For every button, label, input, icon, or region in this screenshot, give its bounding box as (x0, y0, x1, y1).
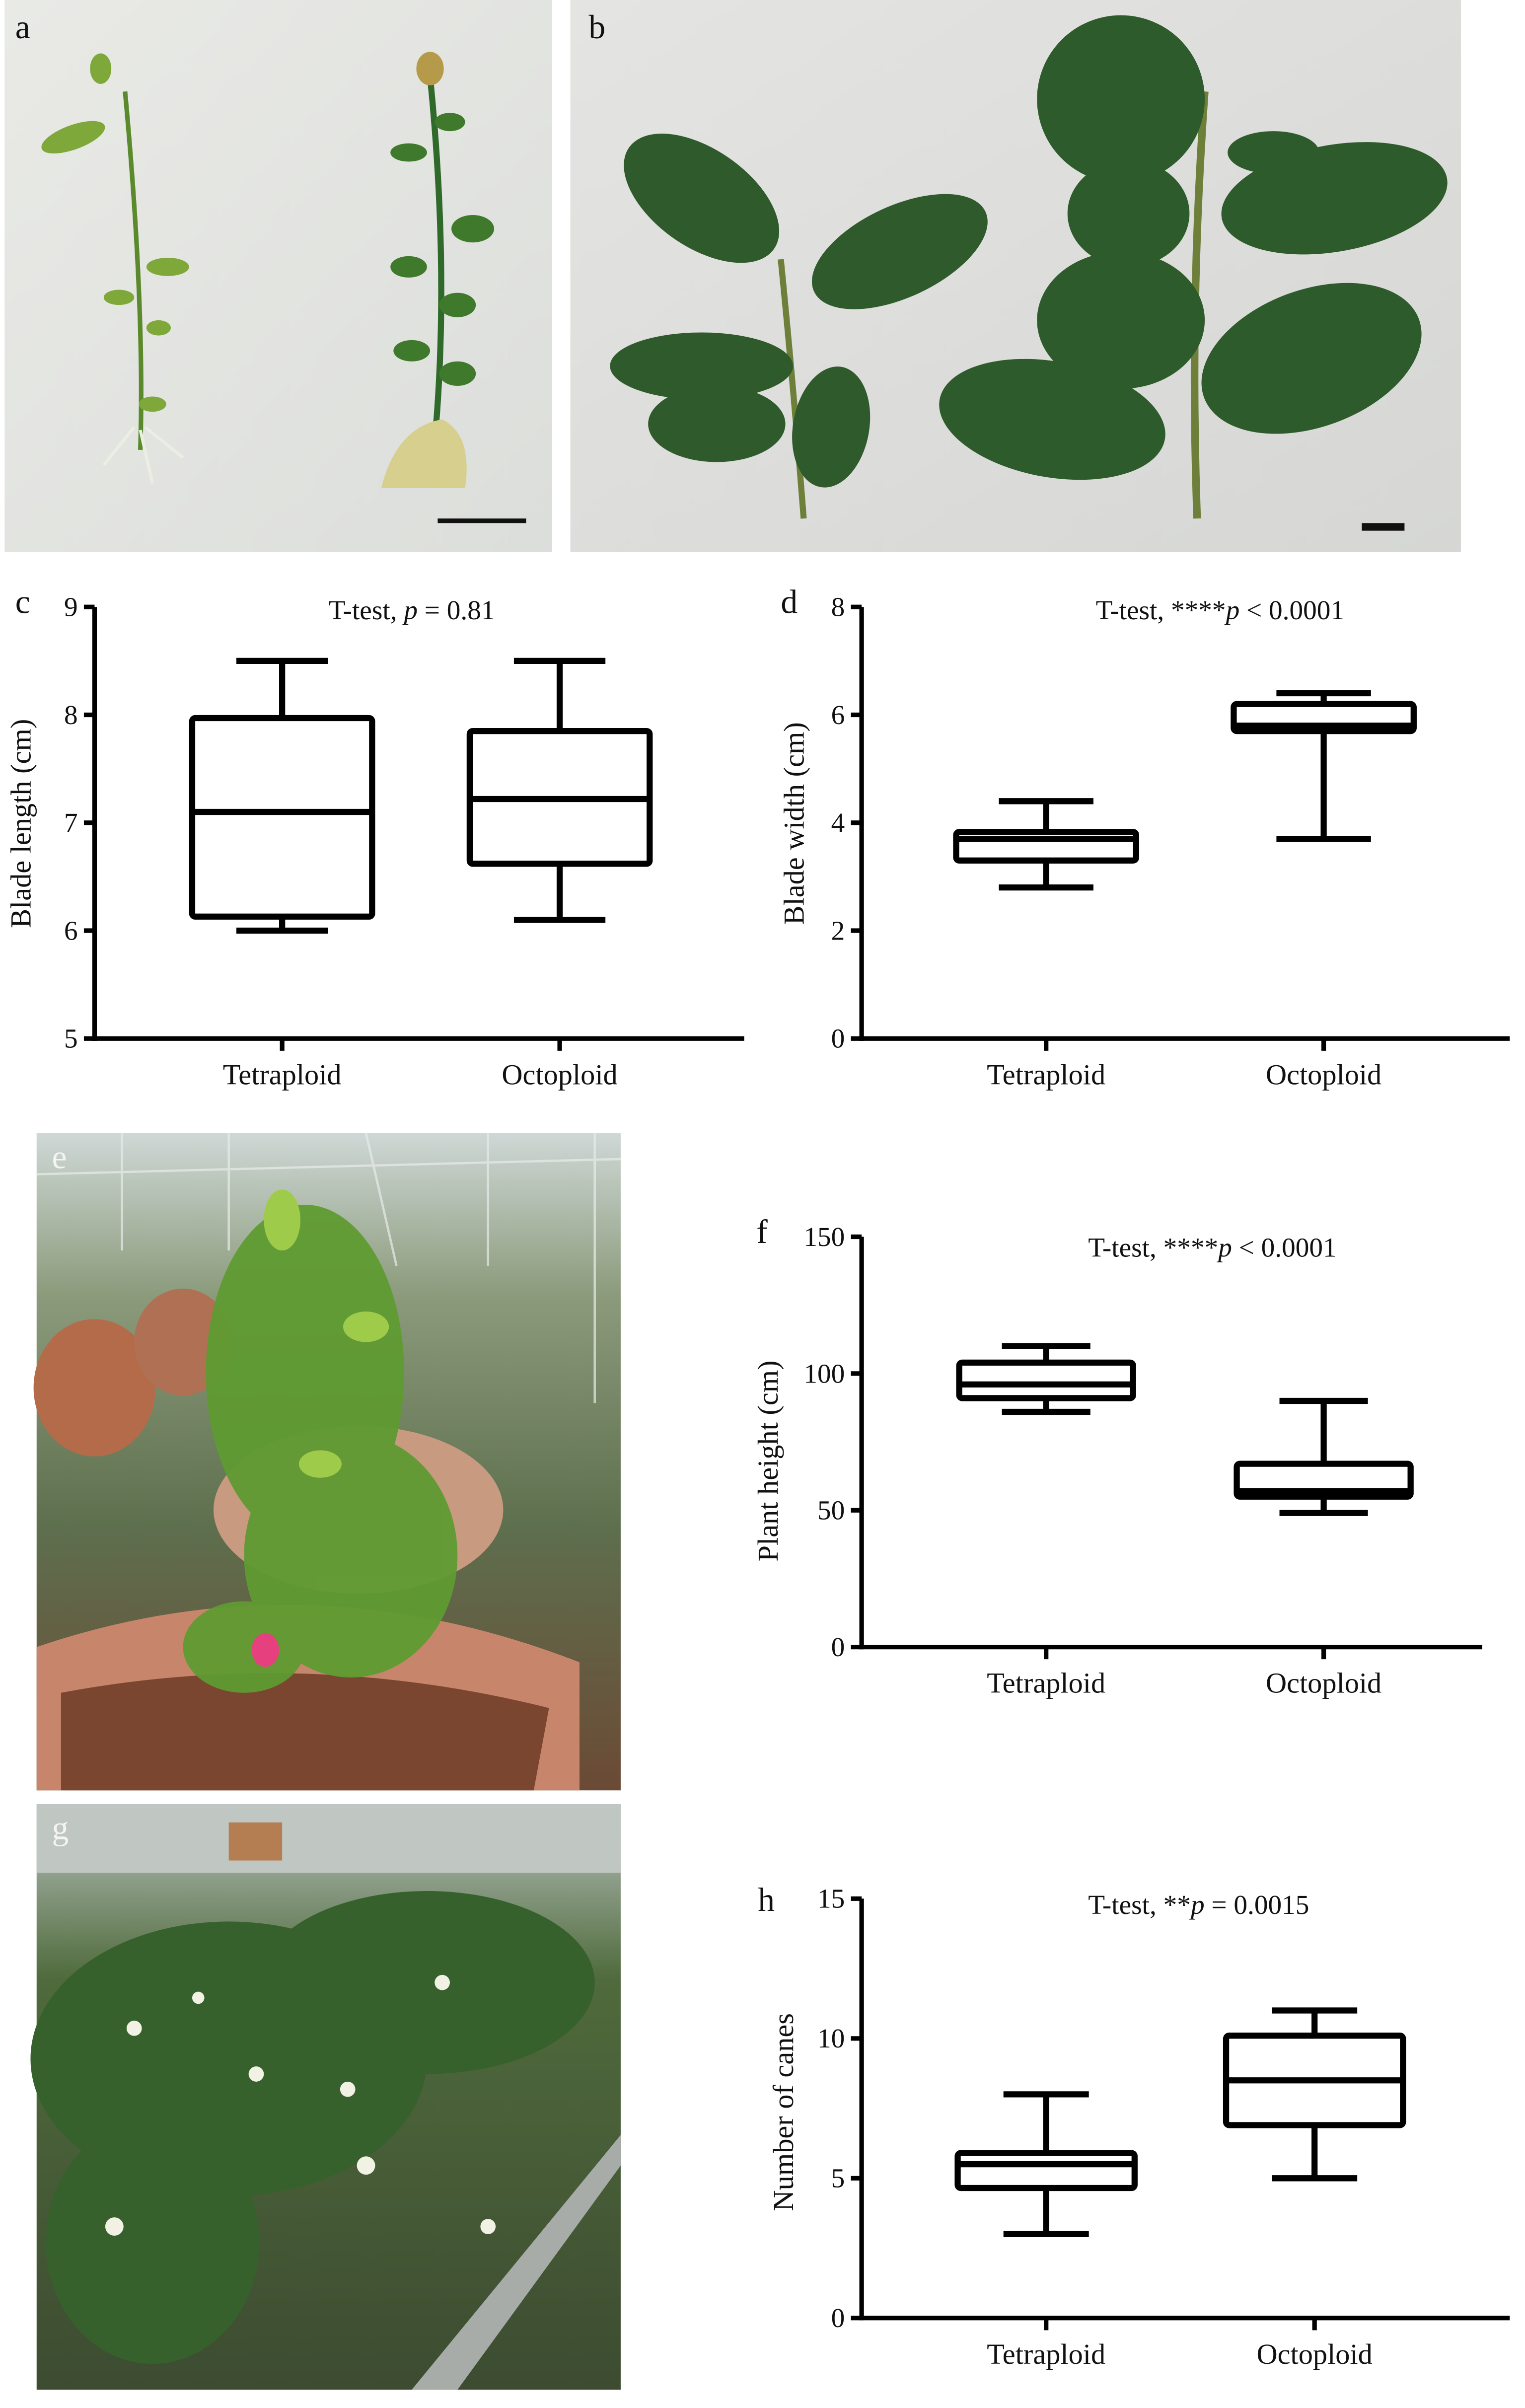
y-tick-label: 6 (64, 915, 78, 946)
photo-panel-b: b (570, 0, 1461, 552)
iqr-box (956, 1359, 1136, 1401)
iqr-box (954, 2150, 1138, 2191)
y-tick-label: 4 (831, 807, 845, 838)
box-tetraploid (954, 2091, 1138, 2238)
scale-bar (1362, 523, 1405, 531)
panel-letter-b: b (588, 8, 605, 46)
box-tetraploid (956, 1343, 1136, 1415)
title-rest: < 0.0001 (1232, 1232, 1337, 1262)
box-tetraploid (953, 798, 1140, 891)
title-prefix: T-test, ** (1088, 1890, 1191, 1920)
y-tick-label: 100 (803, 1358, 845, 1388)
x-tick-label: Tetraploid (987, 2338, 1105, 2370)
y-tick-label: 8 (64, 700, 78, 730)
y-tick-label: 2 (831, 915, 845, 946)
title-prefix: T-test, **** (1088, 1232, 1218, 1262)
panel-letter-g: g (52, 1810, 69, 1847)
panel-letter-a: a (15, 8, 30, 46)
y-tick-label: 15 (817, 1884, 845, 1914)
photo-panel-g: g (30, 1804, 621, 2390)
chart-title: T-test, ****p < 0.0001 (1088, 1232, 1336, 1262)
x-tick-label: Octoploid (1266, 1058, 1381, 1091)
title-p: p (1189, 1890, 1205, 1920)
iqr-box (953, 829, 1140, 864)
chart-title: T-test, ****p < 0.0001 (1096, 595, 1344, 625)
y-tick-label: 5 (831, 2163, 845, 2193)
title-prefix: T-test, **** (1096, 595, 1226, 625)
iqr-box (189, 715, 375, 920)
y-tick-label: 150 (803, 1222, 845, 1252)
iqr-box (1231, 701, 1417, 734)
x-tick-label: Octoploid (1257, 2338, 1373, 2370)
y-tick-label: 5 (64, 1023, 78, 1054)
title-rest: = 0.0015 (1205, 1890, 1309, 1920)
x-tick-label: Tetraploid (223, 1058, 342, 1091)
photo-panel-e: e (33, 1133, 621, 1791)
title-rest: < 0.0001 (1239, 595, 1344, 625)
y-tick-label: 0 (831, 1023, 845, 1054)
box-octoploid (1223, 2007, 1406, 2182)
panel-letter-c: c (15, 584, 30, 621)
y-axis-label: Number of canes (767, 2013, 799, 2211)
title-prefix: T-test, (329, 595, 404, 625)
leaf-branch-octoploid (939, 15, 1448, 519)
y-tick-label: 6 (831, 700, 845, 730)
iqr-box (1234, 1460, 1414, 1500)
chart-title: T-test, p = 0.81 (329, 595, 495, 625)
box-octoploid (1234, 1397, 1414, 1516)
x-tick-label: Tetraploid (987, 1667, 1105, 1699)
y-axis-label: Blade width (cm) (778, 722, 810, 925)
panel-letter-e: e (52, 1138, 67, 1175)
y-axis-label: Blade length (cm) (4, 719, 37, 928)
panel-letter-d: d (781, 584, 798, 621)
scale-bar (437, 518, 526, 523)
y-tick-label: 0 (831, 1632, 845, 1662)
y-axis-label: Plant height (cm) (752, 1360, 784, 1561)
y-tick-label: 7 (64, 807, 78, 838)
chart-title: T-test, **p = 0.0015 (1088, 1890, 1309, 1920)
y-tick-label: 8 (831, 592, 845, 622)
title-p: p (402, 595, 418, 625)
title-rest: = 0.81 (418, 595, 495, 625)
y-tick-label: 0 (831, 2303, 845, 2333)
box-octoploid (466, 657, 653, 923)
box-tetraploid (189, 657, 375, 934)
panel-letter-f: f (756, 1213, 768, 1250)
photo-panel-a: a (4, 0, 552, 552)
y-tick-label: 10 (817, 2023, 845, 2053)
panel-letter-h: h (758, 1881, 775, 1918)
x-tick-label: Octoploid (1266, 1667, 1381, 1699)
y-tick-label: 50 (817, 1495, 845, 1526)
box-octoploid (1231, 690, 1417, 842)
seedling-octoploid (381, 52, 495, 488)
x-tick-label: Octoploid (502, 1058, 617, 1091)
leaf-branch-tetraploid (610, 134, 988, 519)
title-p: p (1216, 1232, 1232, 1262)
x-tick-label: Tetraploid (987, 1058, 1105, 1091)
title-p: p (1224, 595, 1240, 625)
y-tick-label: 9 (64, 592, 78, 622)
